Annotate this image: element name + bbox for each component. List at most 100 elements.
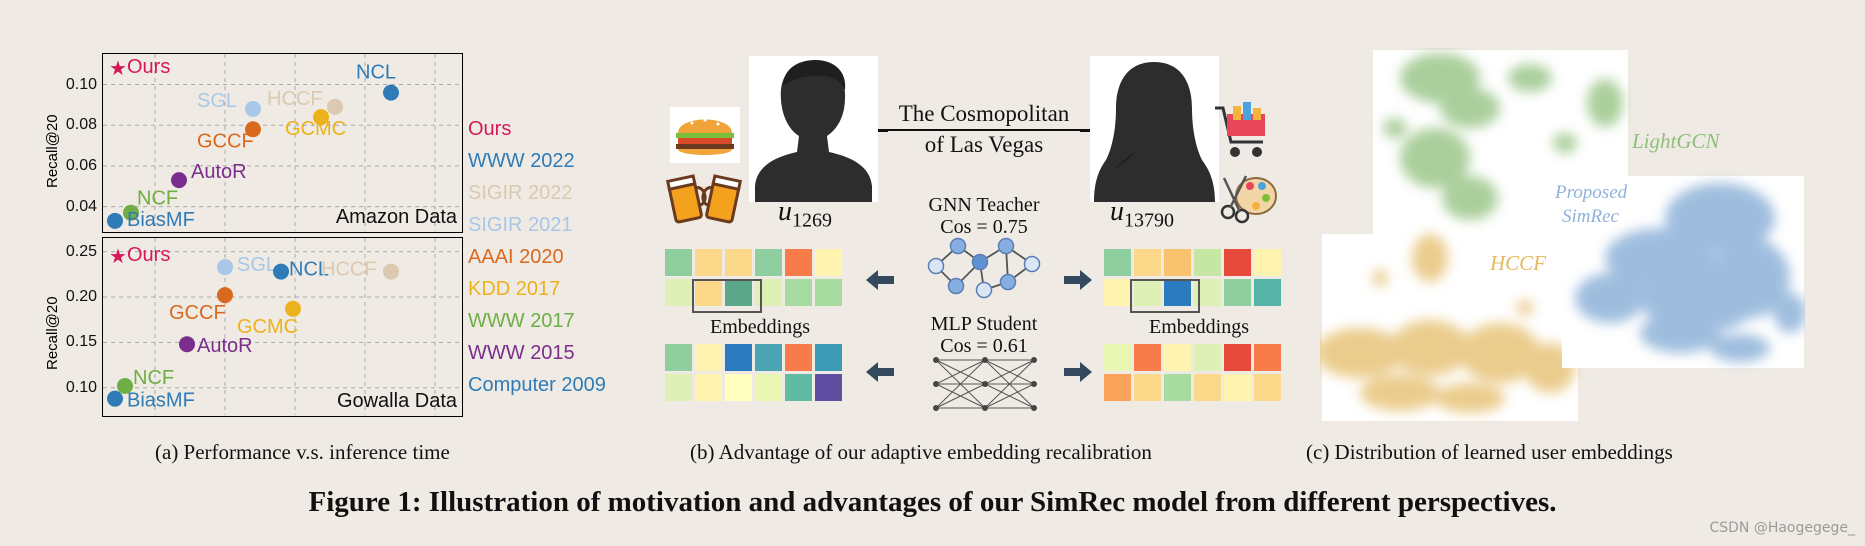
legend-item: WWW 2015 bbox=[468, 342, 575, 364]
point-label-gccf: GCCF bbox=[197, 130, 254, 152]
caption-c: (c) Distribution of learned user embeddi… bbox=[1306, 440, 1673, 464]
dataset-label: Amazon Data bbox=[336, 206, 458, 228]
user-left-id: u1269 bbox=[778, 196, 832, 232]
ytick-label: 0.15 bbox=[65, 333, 97, 351]
embedding-cell bbox=[665, 249, 692, 276]
embeddings-label-left: Embeddings bbox=[710, 316, 810, 338]
user-left-avatar-box bbox=[749, 56, 878, 202]
embedding-cell bbox=[725, 344, 752, 371]
embedding-cell bbox=[1104, 344, 1131, 371]
point-star-marker: ★ bbox=[109, 246, 127, 268]
embedding-cell bbox=[1164, 344, 1191, 371]
embedding-cell bbox=[725, 279, 752, 306]
embedding-cell bbox=[785, 249, 812, 276]
embedding-cell bbox=[695, 344, 722, 371]
item-name-line2: of Las Vegas bbox=[924, 131, 1044, 157]
user-silhouette-icon bbox=[1094, 62, 1215, 202]
connector-left bbox=[878, 130, 888, 132]
embedding-cell bbox=[755, 279, 782, 306]
point-gcmc bbox=[285, 300, 301, 317]
point-sgl bbox=[245, 100, 261, 117]
legend-item: Computer 2009 bbox=[468, 374, 606, 396]
embedding-cell bbox=[1104, 279, 1131, 306]
point-ncl bbox=[273, 263, 289, 280]
embedding-cell bbox=[695, 279, 722, 306]
embedding-cell bbox=[1254, 374, 1281, 401]
item-name: The Cosmopolitan of Las Vegas bbox=[878, 100, 1090, 159]
embedding-cell bbox=[665, 279, 692, 306]
arrow-left-icon bbox=[866, 362, 894, 382]
shopping-cart-icon bbox=[1215, 102, 1265, 157]
beer-toast-icon bbox=[665, 174, 743, 224]
embedding-cell bbox=[1254, 344, 1281, 371]
point-label-ncl: NCL bbox=[356, 62, 396, 84]
legend-item: AAAI 2020 bbox=[468, 246, 564, 268]
ytick-label: 0.10 bbox=[65, 378, 97, 396]
legend-item: WWW 2022 bbox=[468, 150, 575, 172]
student-label: MLP Student Cos = 0.61 bbox=[930, 313, 1038, 357]
embedding-cell bbox=[1224, 249, 1251, 276]
point-label-hccf: HCCF bbox=[321, 259, 377, 281]
point-hccf bbox=[327, 98, 343, 115]
embedding-cell bbox=[1254, 279, 1281, 306]
ytick-label: 0.10 bbox=[65, 75, 97, 93]
arrow-left-icon bbox=[866, 270, 894, 290]
legend-item: WWW 2017 bbox=[468, 310, 575, 332]
point-ncf bbox=[117, 377, 133, 394]
embedding-cell bbox=[815, 374, 842, 401]
teacher-label: GNN Teacher Cos = 0.75 bbox=[928, 194, 1040, 238]
burger-icon bbox=[670, 107, 740, 163]
embedding-cell bbox=[1134, 344, 1161, 371]
user-silhouette-icon bbox=[755, 60, 872, 202]
gnn-graph-icon bbox=[927, 237, 1041, 299]
embedding-cell bbox=[1194, 249, 1221, 276]
embedding-cell bbox=[1104, 374, 1131, 401]
ytick-label: 0.06 bbox=[65, 156, 97, 174]
dataset-label: Gowalla Data bbox=[337, 390, 458, 412]
mlp-network-icon bbox=[933, 357, 1037, 411]
point-gcmc bbox=[313, 109, 329, 126]
point-label-autor: AutoR bbox=[197, 335, 253, 357]
embedding-cell bbox=[725, 249, 752, 276]
embedding-cell bbox=[695, 249, 722, 276]
item-name-line1: The Cosmopolitan bbox=[898, 101, 1070, 126]
point-star-marker: ★ bbox=[109, 58, 127, 80]
embedding-cell bbox=[725, 374, 752, 401]
user-right-avatar-box bbox=[1090, 56, 1219, 202]
connector-right bbox=[1080, 130, 1090, 132]
highlight-box-right bbox=[1130, 279, 1200, 313]
ytick-label: 0.08 bbox=[65, 116, 97, 134]
embedding-distribution-plot: LightGCN HCCF Proposed SimRec bbox=[1320, 50, 1805, 421]
point-label-sgl: SGL bbox=[197, 90, 237, 112]
point-label-gcmc: GCMC bbox=[285, 118, 346, 140]
ytick-label: 0.25 bbox=[65, 242, 97, 260]
legend-item: KDD 2017 bbox=[468, 278, 561, 300]
embedding-cell bbox=[695, 374, 722, 401]
caption-b: (b) Advantage of our adaptive embedding … bbox=[690, 440, 1152, 464]
embedding-cell bbox=[1224, 374, 1251, 401]
point-ncf bbox=[123, 204, 139, 221]
point-label-gcmc: GCMC bbox=[237, 316, 298, 338]
embedding-cell bbox=[755, 374, 782, 401]
legend-item: SIGIR 2021 bbox=[468, 214, 573, 236]
user-right-id: u13790 bbox=[1110, 196, 1174, 232]
point-label-hccf: HCCF bbox=[267, 88, 323, 110]
embedding-cell bbox=[815, 279, 842, 306]
embedding-cell bbox=[1194, 344, 1221, 371]
item-underline bbox=[878, 129, 1090, 131]
embedding-cell bbox=[785, 279, 812, 306]
proposed-label-line2: SimRec bbox=[1562, 206, 1620, 227]
embedding-cell bbox=[815, 249, 842, 276]
hccf-label: HCCF bbox=[1489, 251, 1546, 275]
lightgcn-label: LightGCN bbox=[1631, 129, 1721, 153]
arrow-right-icon bbox=[1064, 362, 1092, 382]
embedding-cell bbox=[1134, 279, 1161, 306]
ytick-label: 0.04 bbox=[65, 197, 97, 215]
embedding-cell bbox=[755, 249, 782, 276]
amazon-ylabel: Recall@20 bbox=[44, 114, 61, 188]
embedding-cell bbox=[1164, 279, 1191, 306]
point-label-ncf: NCF bbox=[137, 188, 178, 210]
